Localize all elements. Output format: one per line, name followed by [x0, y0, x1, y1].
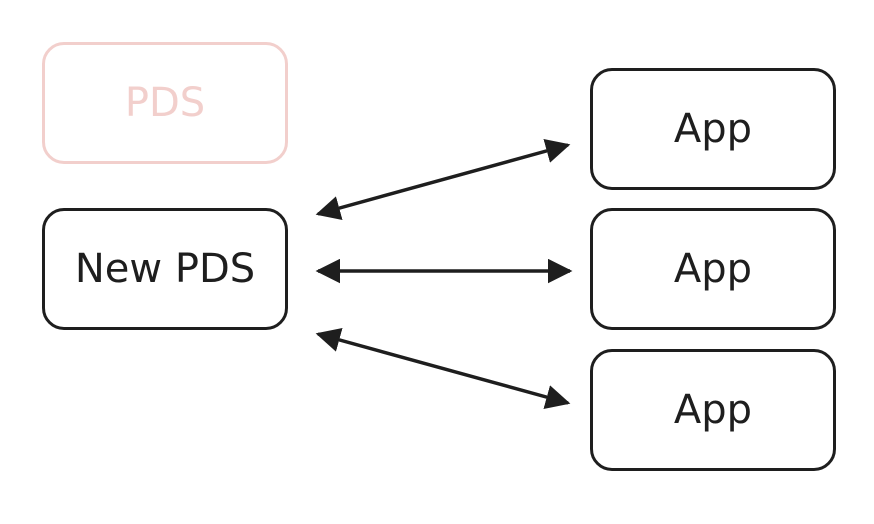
app-label-1: App	[673, 106, 753, 152]
app-label-3: App	[673, 387, 753, 433]
new-pds-label: New PDS	[74, 246, 256, 292]
old-pds-label: PDS	[124, 80, 206, 126]
old-pds-node: PDS	[42, 42, 288, 164]
app-label-2: App	[673, 246, 753, 292]
app-node-1: App	[590, 68, 836, 190]
arrow-new-pds-app-3	[315, 328, 571, 409]
app-node-3: App	[590, 349, 836, 471]
app-node-2: App	[590, 208, 836, 330]
arrow-new-pds-app-1	[315, 139, 571, 220]
new-pds-node: New PDS	[42, 208, 288, 330]
